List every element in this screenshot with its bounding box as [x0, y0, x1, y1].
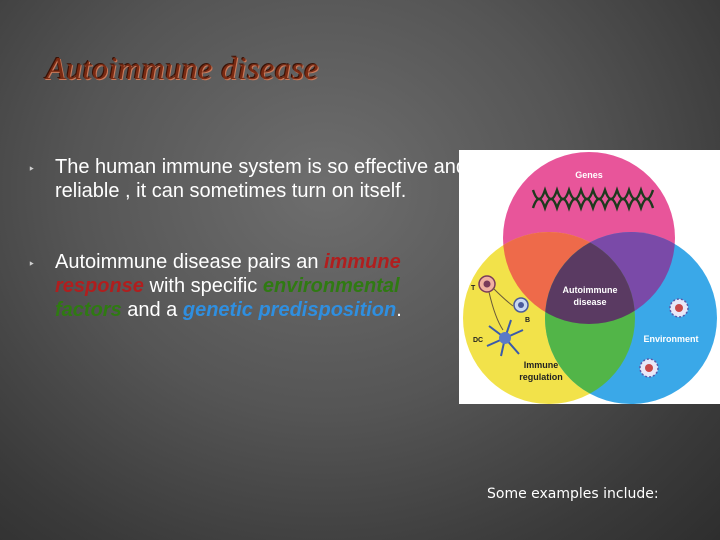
- venn-diagram-image: Genes Autoimmune disease Environment Imm…: [459, 150, 720, 404]
- bullet-1-segment: The human immune system is so effective …: [55, 156, 468, 202]
- genetic-predisposition-emphasis: genetic predisposition: [182, 299, 397, 321]
- b-cell-label: B: [525, 317, 530, 324]
- genes-label: Genes: [575, 170, 603, 180]
- bullet-2-segment: with specific: [143, 275, 263, 297]
- bullet-marker-icon: ‣: [28, 257, 36, 271]
- bullet-2-segment: and a: [121, 299, 183, 321]
- bullet-item-2: ‣ Autoimmune disease pairs an immune res…: [28, 250, 468, 322]
- regulation-label-line2: regulation: [519, 372, 563, 382]
- bullet-list: ‣ The human immune system is so effectiv…: [28, 155, 468, 369]
- bullet-item-1: ‣ The human immune system is so effectiv…: [28, 155, 468, 203]
- bacteria-icon: [639, 358, 659, 378]
- environmental-factors-emphasis: environmental factors: [55, 275, 400, 321]
- center-label-line2: disease: [573, 297, 606, 307]
- bullet-marker-icon: ‣: [28, 162, 36, 176]
- bullet-2-text: Autoimmune disease pairs an immune respo…: [55, 251, 402, 321]
- center-label-line1: Autoimmune: [563, 285, 618, 295]
- immune-response-emphasis: immune response: [55, 251, 401, 297]
- bullet-1-text: The human immune system is so effective …: [55, 156, 467, 202]
- virus-icon: [669, 298, 689, 318]
- dc-cell-label: DC: [473, 337, 483, 344]
- dna-helix-icon: [531, 186, 655, 212]
- dendritic-cell-icon: [486, 319, 524, 357]
- t-cell-label: T: [471, 285, 476, 292]
- examples-caption: Some examples include:: [487, 486, 659, 502]
- environment-label: Environment: [643, 334, 698, 344]
- bullet-2-segment: Autoimmune disease pairs an: [55, 251, 325, 273]
- venn-diagram-svg: Genes Autoimmune disease Environment Imm…: [463, 152, 717, 404]
- bullet-2-segment: .: [396, 299, 402, 321]
- cell-connector-lines: [488, 287, 514, 331]
- t-cell-icon: [478, 275, 496, 293]
- slide-title: Autoimmune disease: [46, 50, 319, 86]
- b-cell-icon: [513, 297, 529, 313]
- regulation-label-line1: Immune: [524, 360, 559, 370]
